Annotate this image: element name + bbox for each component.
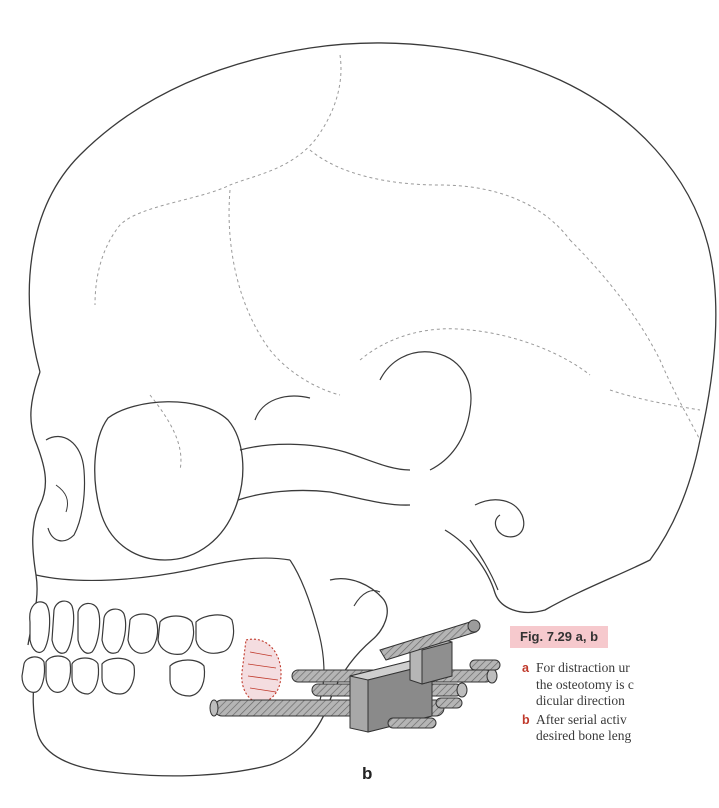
- ear-canal: [475, 500, 524, 537]
- nasal-aperture: [46, 437, 85, 541]
- panel-label: b: [362, 764, 372, 784]
- caption-line: desired bone leng: [536, 728, 719, 745]
- figure-caption: a For distraction ur the osteotomy is c …: [522, 660, 719, 745]
- lower-teeth: [22, 656, 204, 696]
- caption-line: the osteotomy is c: [536, 677, 719, 694]
- orbit-outline: [95, 402, 243, 560]
- caption-letter: b: [522, 712, 530, 729]
- caption-item-a: a For distraction ur the osteotomy is c …: [522, 660, 719, 710]
- cranium-outline: [29, 43, 716, 612]
- caption-line: For distraction ur: [536, 660, 719, 677]
- suture-lines: [95, 55, 700, 470]
- caption-line: After serial activ: [536, 712, 719, 729]
- upper-teeth: [30, 601, 234, 654]
- caption-line: dicular direction: [536, 693, 719, 710]
- zygomatic-arch: [238, 444, 410, 505]
- osteotomy-site: [242, 639, 281, 702]
- caption-letter: a: [522, 660, 529, 677]
- figure-tag: Fig. 7.29 a, b: [510, 626, 608, 648]
- caption-item-b: b After serial activ desired bone leng: [522, 712, 719, 745]
